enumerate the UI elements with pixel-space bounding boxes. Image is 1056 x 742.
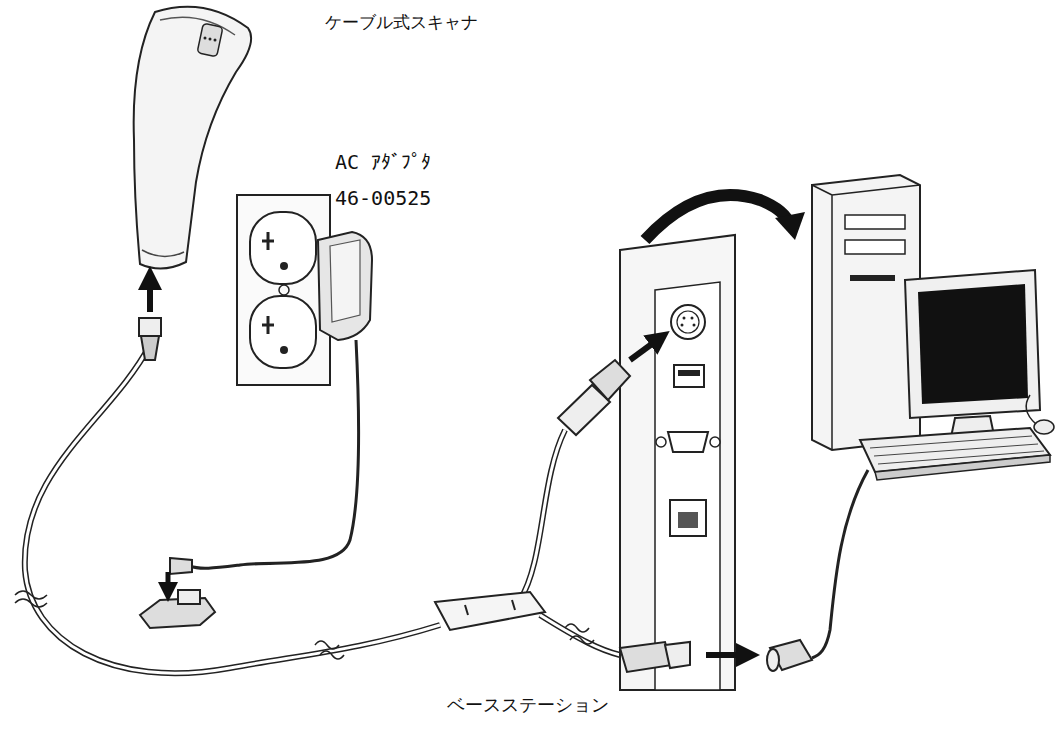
keyboard-connector [767, 640, 812, 671]
ps2-plug [558, 360, 630, 435]
scanner-cable [25, 345, 440, 673]
adapter-label: AC ｱﾀﾞﾌﾟﾀ [335, 150, 431, 174]
insert-arrow [630, 338, 660, 360]
rotate-arrowhead [775, 212, 805, 240]
computer [812, 175, 1054, 658]
power-jack [140, 590, 215, 628]
ac-adapter [170, 232, 372, 574]
insert-arrow [147, 278, 153, 312]
part-number: 46-00525 [335, 186, 431, 210]
wedge-connector [620, 642, 690, 672]
scanner-cable-inner [25, 345, 440, 673]
keyboard-wedge-cable-inner [540, 615, 620, 655]
back-panel [620, 235, 735, 690]
keyboard-wedge-cable [540, 615, 620, 655]
scanner-label: ケーブル式スキャナ [325, 12, 478, 32]
insert-arrow [166, 572, 171, 592]
splitter-box [435, 592, 545, 630]
base-station-label: ベースステーション [447, 694, 609, 716]
pc-cable-inner [520, 430, 565, 600]
scanner-plug [139, 318, 161, 360]
cabled-scanner [134, 7, 251, 269]
pc-cable [520, 430, 565, 600]
break-marks [15, 591, 594, 659]
rotate-arrow [645, 195, 790, 240]
wall-outlet [237, 195, 330, 385]
insert-arrow [706, 652, 748, 658]
